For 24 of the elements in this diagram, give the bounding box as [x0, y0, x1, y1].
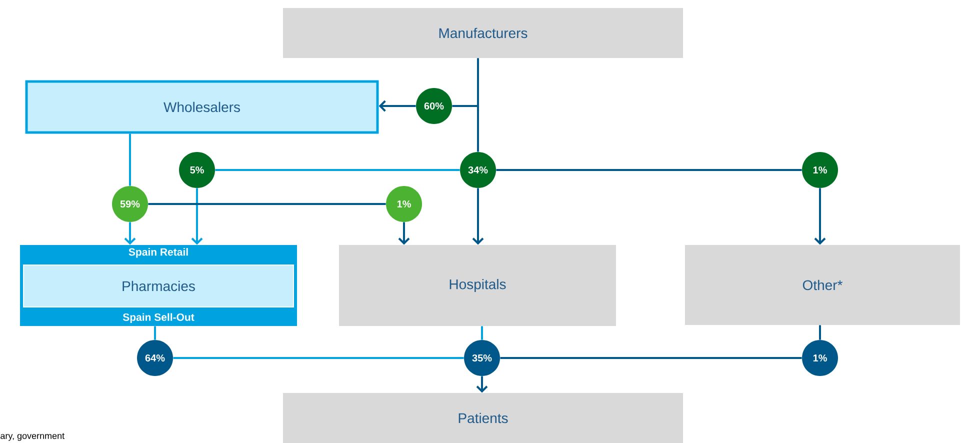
connector-line [819, 325, 821, 340]
arrow [476, 376, 488, 393]
connector-line [148, 203, 386, 205]
process-box: Pharmacies [23, 264, 294, 308]
connector-line [500, 356, 802, 359]
arrow [814, 188, 826, 245]
connector-line [154, 326, 156, 340]
process-box: Manufacturers [283, 8, 683, 58]
process-box: Wholesalers [25, 80, 379, 134]
arrow [124, 222, 136, 245]
arrow [398, 222, 410, 245]
connector-line [477, 58, 479, 152]
arrow [191, 188, 203, 245]
connector-line [215, 168, 460, 171]
connector-line [496, 168, 802, 171]
process-box: Hospitals [339, 245, 616, 326]
process-box: Patients [283, 392, 683, 443]
connector-line [173, 356, 464, 359]
process-box: Other* [685, 245, 960, 325]
arrow [378, 100, 416, 112]
arrow [472, 188, 484, 245]
connector-line [481, 326, 483, 340]
footnote-text: ary, government [0, 433, 64, 441]
connector-line [129, 134, 131, 186]
